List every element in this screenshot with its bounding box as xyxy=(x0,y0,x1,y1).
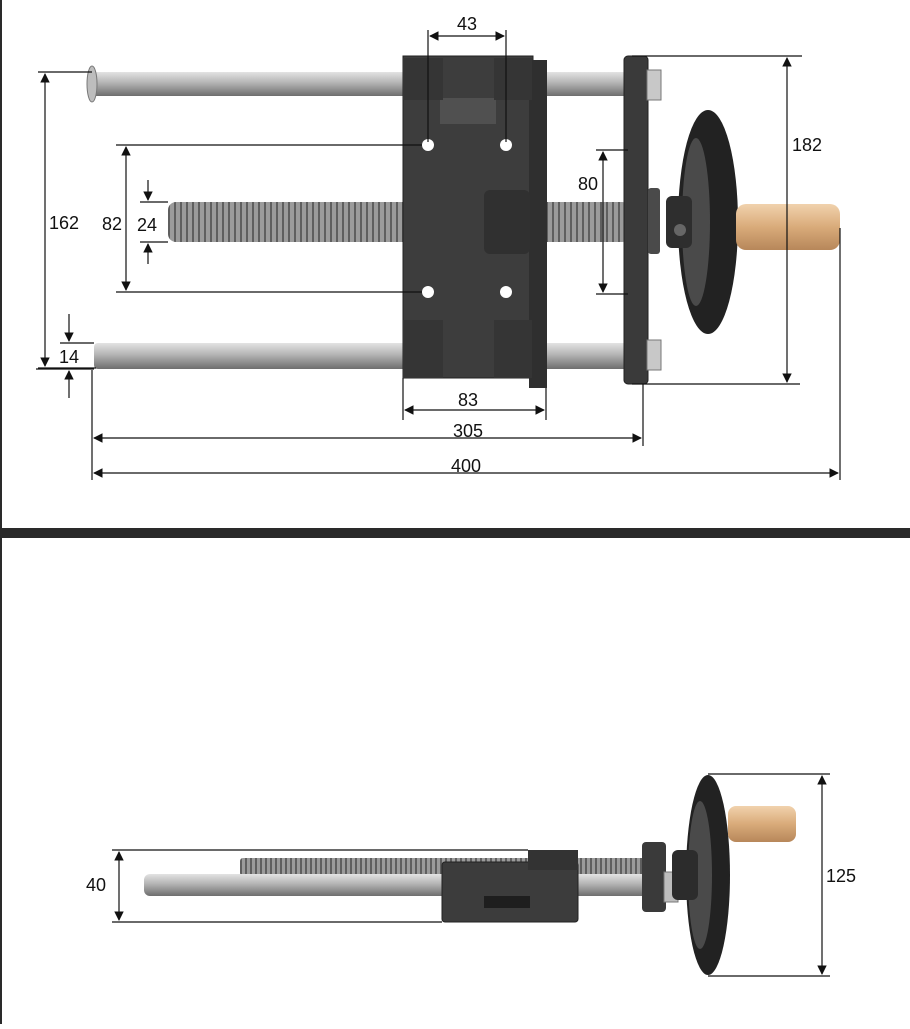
side-collar xyxy=(642,842,666,912)
handwheel-top xyxy=(666,110,738,334)
mount-hole-bottom-right xyxy=(500,286,512,298)
dimension-lines-side xyxy=(112,773,830,977)
screw-collar xyxy=(648,188,660,254)
dim-40-label: 40 xyxy=(86,875,106,895)
rear-plate xyxy=(623,55,649,385)
top-view: 43 182 80 162 82 24 14 83 305 400 xyxy=(36,14,841,480)
dim-80-label: 80 xyxy=(578,174,598,194)
side-jaw-upper xyxy=(528,850,578,870)
dim-400-label: 400 xyxy=(451,456,481,476)
left-border xyxy=(0,0,2,1024)
lower-nut xyxy=(646,339,662,371)
dim-14-label: 14 xyxy=(59,347,79,367)
jaw-casting xyxy=(402,55,547,388)
wooden-handle-side xyxy=(728,806,796,842)
dim-43-label: 43 xyxy=(457,14,477,34)
handwheel-side xyxy=(672,775,730,975)
mount-hole-top-right xyxy=(500,139,512,151)
dim-24-label: 24 xyxy=(137,215,157,235)
dimension-lines-top xyxy=(36,30,841,480)
dim-82-label: 82 xyxy=(102,214,122,234)
dim-182-label: 182 xyxy=(792,135,822,155)
dim-125-label: 125 xyxy=(826,866,856,886)
upper-nut xyxy=(646,69,662,101)
lower-guide-rod xyxy=(94,343,654,369)
lead-screw xyxy=(168,202,630,242)
section-divider xyxy=(0,528,910,538)
side-jaw-slot xyxy=(484,896,530,908)
dim-83-label: 83 xyxy=(458,390,478,410)
side-view: 40 125 xyxy=(86,773,856,977)
mount-hole-top-left xyxy=(422,139,434,151)
upper-rod-end-cap xyxy=(86,65,98,103)
upper-guide-rod xyxy=(92,72,652,96)
side-guide-rod xyxy=(144,874,656,896)
side-jaw-casting xyxy=(441,861,579,923)
wooden-handle-top xyxy=(736,204,840,250)
dim-162-label: 162 xyxy=(49,213,79,233)
dim-305-label: 305 xyxy=(453,421,483,441)
mount-hole-bottom-left xyxy=(422,286,434,298)
